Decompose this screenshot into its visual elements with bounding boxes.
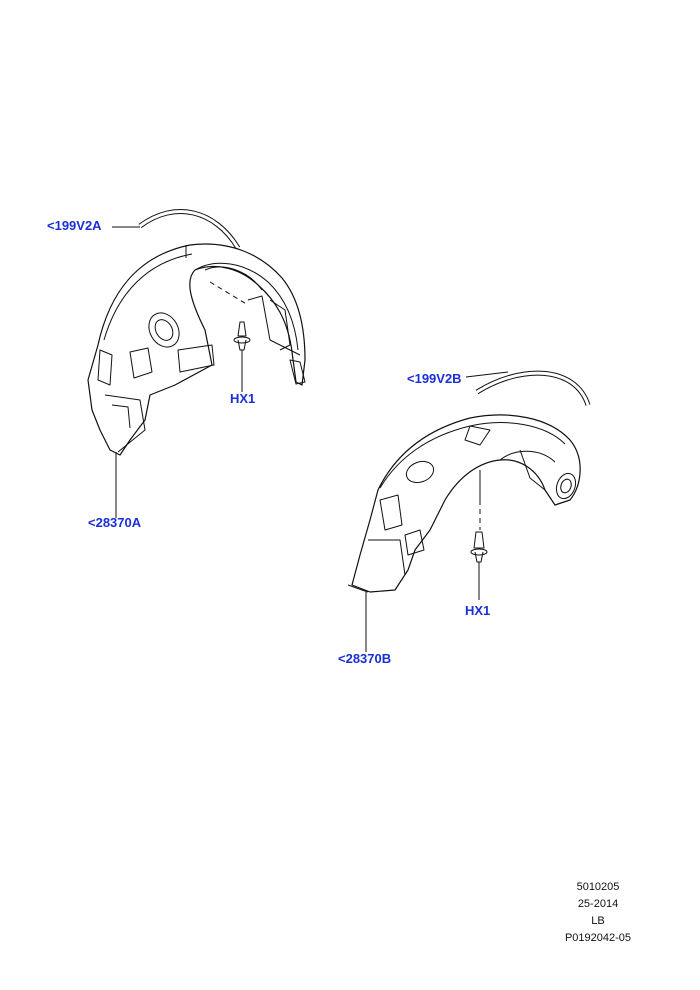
- reference-code: 5010205: [576, 881, 620, 893]
- callout-liner-b[interactable]: <28370B: [338, 651, 392, 666]
- callout-clip-b[interactable]: HX1: [465, 603, 491, 618]
- callout-strip-a[interactable]: <199V2A: [47, 218, 102, 233]
- seal-strip-a[interactable]: [138, 209, 241, 250]
- reference-date: 25-2014: [577, 898, 619, 910]
- callout-clip-a[interactable]: HX1: [230, 391, 256, 406]
- callout-strip-b[interactable]: <199V2B: [407, 371, 462, 386]
- clip-hx1-right[interactable]: [470, 500, 488, 563]
- reference-illustration-id: P0192042-05: [564, 932, 632, 944]
- clip-hx1-left[interactable]: [209, 281, 251, 351]
- reference-block: 5010205 25-2014 LB P0192042-05: [518, 879, 638, 947]
- reference-variant: LB: [591, 915, 605, 927]
- wheel-arch-liner-b[interactable]: [347, 414, 581, 593]
- wheel-arch-liner-a[interactable]: [87, 243, 306, 456]
- seal-strip-b[interactable]: [475, 370, 591, 406]
- callout-liner-a[interactable]: <28370A: [88, 515, 142, 530]
- leader-strip-b: [465, 371, 509, 378]
